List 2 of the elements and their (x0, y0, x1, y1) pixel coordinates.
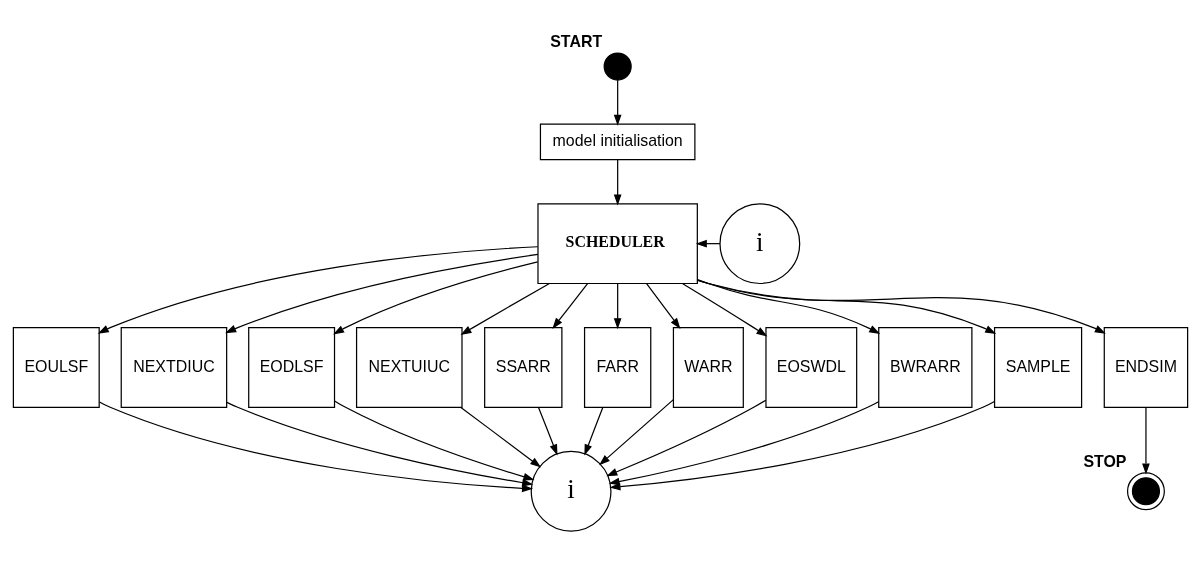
node-label: STOP (1083, 452, 1127, 470)
node-label: START (550, 32, 603, 50)
